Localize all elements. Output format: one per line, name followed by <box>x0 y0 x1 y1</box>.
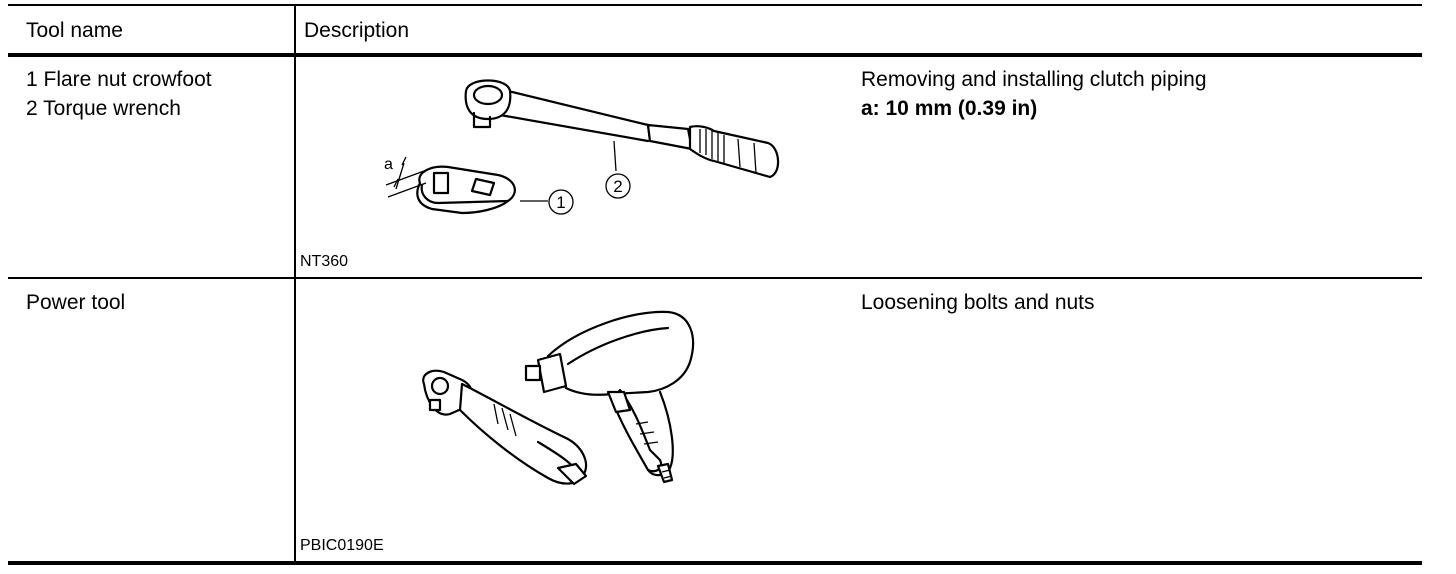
tool-name-line-2: 2 Torque wrench <box>26 97 181 120</box>
column-divider <box>294 4 296 564</box>
callout-2: 2 <box>613 177 622 196</box>
callout-1: 1 <box>556 193 565 212</box>
row-1-spec: a: 10 mm (0.39 in) <box>861 97 1038 120</box>
wrench-illustration: a 1 2 <box>384 79 780 215</box>
column-header-tool-name: Tool name <box>26 19 123 42</box>
row-2-description: Loosening bolts and nuts <box>861 291 1095 314</box>
figure-code-pbic0190e: PBIC0190E <box>300 537 384 554</box>
tool-name-line-1: 1 Flare nut crowfoot <box>26 68 212 91</box>
table-bottom-rule <box>8 561 1422 565</box>
row-1-description: Removing and installing clutch piping <box>861 68 1207 91</box>
tool-table: Tool name Description 1 Flare nut crowfo… <box>8 4 1422 565</box>
figure-code-nt360: NT360 <box>300 253 349 270</box>
table-top-rule <box>8 4 1422 6</box>
tool-name-power-tool: Power tool <box>26 291 126 314</box>
row-divider <box>8 277 1422 279</box>
header-rule <box>8 53 1422 57</box>
column-header-description: Description <box>304 19 410 42</box>
power-tool-illustration <box>422 310 695 486</box>
dimension-label-a: a <box>384 156 393 173</box>
